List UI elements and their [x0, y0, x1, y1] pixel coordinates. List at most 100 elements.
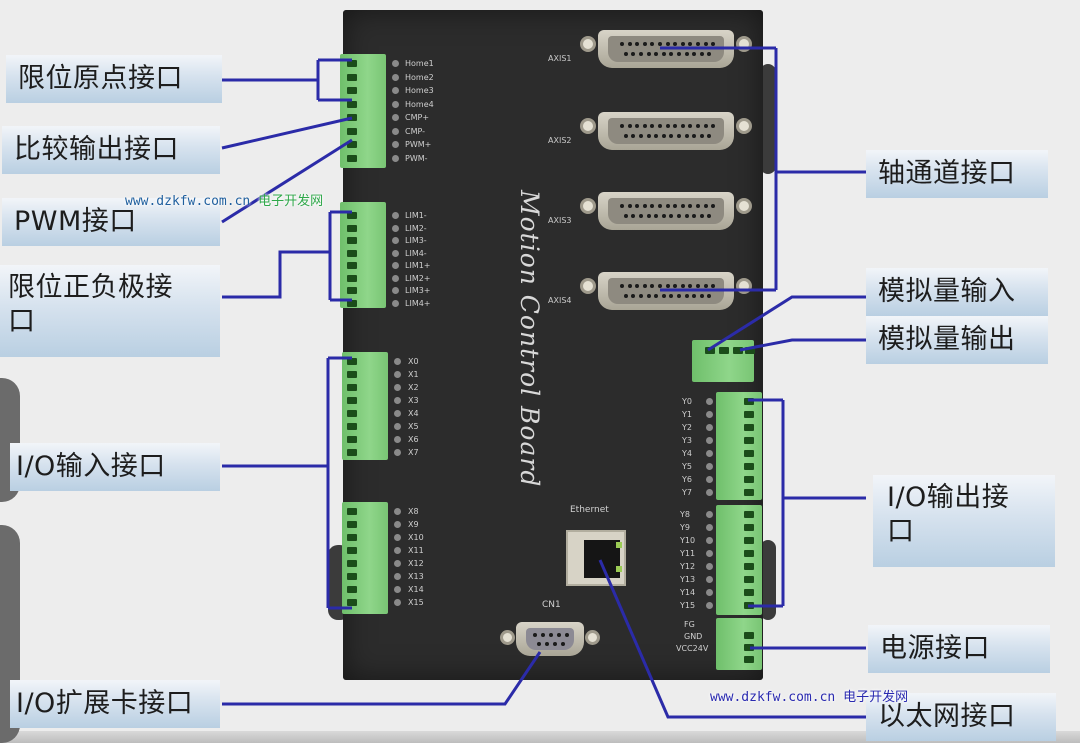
indicator-led: [392, 212, 399, 219]
indicator-led: [706, 563, 713, 570]
terminal-pin: [744, 398, 754, 405]
connector-pin-hole: [684, 214, 689, 218]
pin-label: LIM1+: [405, 261, 431, 270]
callout-analog-output: 模拟量输出: [866, 316, 1048, 364]
indicator-led: [394, 384, 401, 391]
pin-label: Y2: [682, 423, 692, 432]
indicator-led: [392, 262, 399, 269]
axis-db25-port: [580, 112, 752, 150]
connector-pin-hole: [650, 204, 655, 208]
connector-pin-hole: [711, 42, 716, 46]
connector-pin-hole: [646, 294, 651, 298]
connector-pin-hole: [661, 294, 666, 298]
terminal-pin: [347, 237, 357, 244]
indicator-led: [392, 114, 399, 121]
connector-pin-hole: [665, 204, 670, 208]
terminal-pin: [347, 249, 357, 257]
connector-pin-hole: [631, 52, 636, 56]
indicator-led: [392, 60, 399, 67]
connector-pin-hole: [631, 294, 636, 298]
connector-pin-hole: [541, 633, 545, 637]
leader-line-home: [222, 58, 352, 102]
pin-label: Y11: [680, 549, 696, 558]
pin-label: X15: [408, 598, 424, 607]
terminal-pin: [744, 656, 754, 663]
connector-pin-hole: [680, 42, 685, 46]
connector-pin-hole: [654, 294, 659, 298]
indicator-led: [706, 476, 713, 483]
pin-label: X1: [408, 370, 419, 379]
connector-pin-hole: [642, 42, 647, 46]
callout-text: I/O输出接口: [887, 482, 1010, 547]
connector-pin-hole: [557, 633, 561, 637]
pin-label: LIM1-: [405, 211, 427, 220]
port-screw: [580, 118, 596, 134]
indicator-led: [392, 274, 399, 282]
callout-pwm-interface: PWM接口: [2, 198, 220, 246]
pin-label: Y14: [680, 588, 696, 597]
terminal-pin: [347, 397, 357, 404]
connector-pin-hole: [703, 204, 708, 208]
callout-text: 以太网接口: [878, 701, 1016, 732]
callout-io-output-interface: I/O输出接口: [873, 475, 1055, 567]
terminal-pin: [347, 114, 357, 121]
port-screw: [580, 278, 596, 294]
indicator-led: [706, 602, 713, 609]
connector-pin-hole: [635, 284, 640, 288]
pin-label: Home1: [405, 59, 434, 68]
pin-label: LIM4+: [405, 298, 431, 308]
pin-label: GND: [684, 632, 703, 641]
indicator-led: [394, 573, 401, 580]
callout-text: 限位正负极接口: [8, 272, 173, 337]
connector-pin-hole: [639, 214, 643, 218]
pin-label: X8: [408, 507, 419, 516]
connector-pin-hole: [665, 284, 670, 288]
callout-text: 电源接口: [880, 633, 990, 664]
indicator-led: [706, 511, 713, 518]
connector-pin-hole: [680, 284, 685, 288]
callout-io-expansion-interface: I/O扩展卡接口: [10, 680, 220, 728]
connector-pin-hole: [553, 642, 557, 646]
indicator-led: [394, 371, 401, 378]
callout-text: 限位原点接口: [18, 63, 183, 94]
home-cmp-pwm-terminal: [340, 54, 386, 168]
indicator-led: [392, 73, 399, 81]
input-terminal-x8-x15: [342, 502, 388, 614]
ethernet-socket: [584, 540, 620, 578]
watermark-url: www.dzkfw.com.cn: [125, 194, 251, 209]
port-screw: [500, 630, 515, 645]
indicator-led: [706, 463, 713, 470]
connector-pin-hole: [684, 52, 689, 56]
terminal-pin: [744, 424, 754, 431]
terminal-pin: [347, 262, 357, 269]
terminal-pin: [347, 299, 357, 307]
port-screw: [736, 118, 752, 134]
connector-pin-hole: [635, 124, 640, 128]
terminal-pin: [347, 560, 357, 567]
terminal-pin: [744, 550, 754, 557]
connector-pin-hole: [650, 42, 655, 46]
pin-label: CMP+: [405, 113, 430, 122]
connector-pin-hole: [620, 42, 624, 46]
pin-label: LIM2+: [405, 273, 431, 283]
pin-label: LIM3+: [405, 286, 431, 295]
pin-label: Y10: [680, 536, 696, 545]
connector-pin-hole: [699, 52, 704, 56]
terminal-pin: [705, 347, 715, 354]
pin-label: PWM+: [405, 140, 432, 149]
connector-pin-hole: [623, 214, 628, 218]
terminal-pin: [347, 449, 357, 456]
indicator-led: [394, 521, 401, 528]
indicator-led: [706, 450, 713, 457]
terminal-pin: [347, 141, 357, 148]
callout-compare-output-interface: 比较输出接口: [2, 126, 220, 174]
pin-label: X14: [408, 585, 424, 594]
ethernet-port-label: Ethernet: [570, 505, 609, 515]
leader-line-pwm: [221, 138, 353, 224]
connector-pin-hole: [696, 284, 700, 288]
connector-pin-hole: [692, 294, 697, 298]
leader-line-compare: [221, 116, 353, 150]
pin-label: CMP-: [405, 126, 426, 136]
output-terminal-y8-y15: [716, 505, 762, 615]
axis-db25-port: [580, 192, 752, 230]
